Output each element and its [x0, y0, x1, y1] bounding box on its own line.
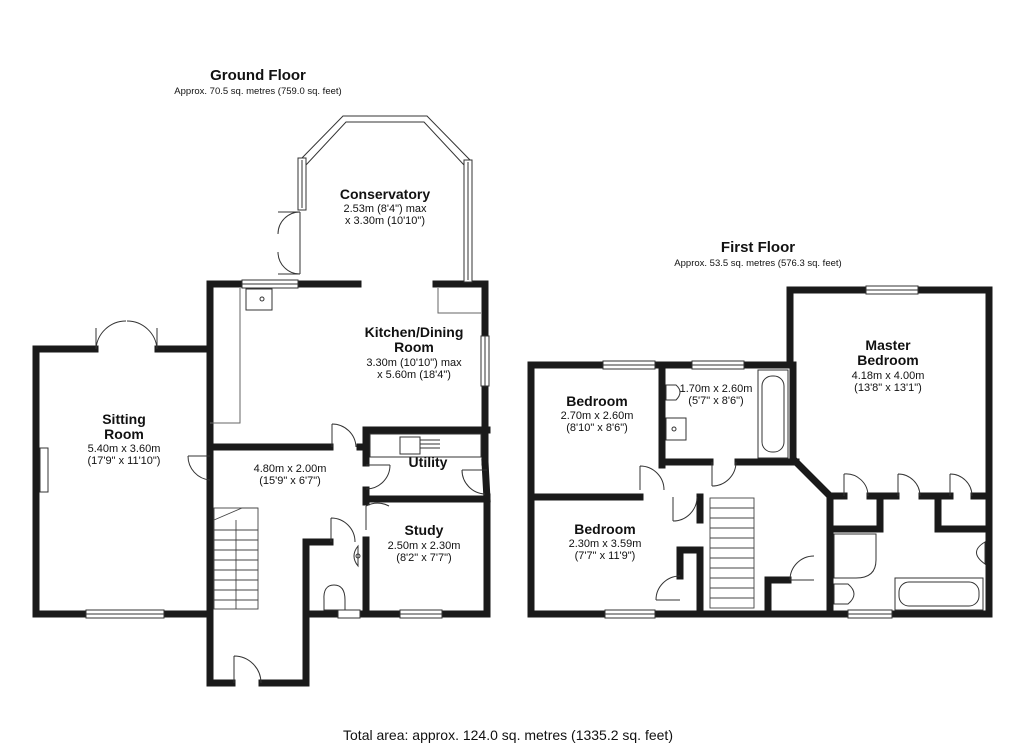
wc-window — [337, 609, 361, 619]
bedroom3-label: Bedroom 2.30m x 3.59m (7'7" x 11'9") — [569, 521, 642, 562]
bedroom3-cupboard-door — [655, 575, 681, 601]
utility-worktop — [369, 433, 482, 458]
front-door — [233, 655, 262, 684]
first-floor-outer-walls — [527, 361, 609, 618]
room-dims: 2.30m x 3.59m — [569, 538, 642, 550]
conservatory-bay-outer — [299, 115, 471, 166]
room-dims: x 5.60m (18'4") — [377, 369, 451, 381]
first-floor-bottom-wall-2 — [889, 286, 993, 618]
master-bedroom-label: Master Bedroom 4.18m x 4.00m (13'8" x 13… — [852, 337, 925, 394]
room-dims: 2.53m (8'4") max — [343, 203, 427, 215]
kitchen-sink — [245, 288, 273, 311]
room-name: Bedroom — [566, 393, 627, 409]
first-floor-title: First Floor — [721, 239, 795, 256]
ground-floor-plan — [32, 115, 491, 687]
kitchen-right-wall — [432, 280, 489, 338]
first-floor-stairs — [709, 497, 755, 609]
room-dims: (13'8" x 13'1") — [854, 382, 922, 394]
ground-floor-stairs — [213, 507, 259, 610]
study-bottom-wall-2 — [440, 493, 491, 618]
ensuite-shower — [833, 533, 877, 579]
wardrobe-door — [949, 473, 973, 497]
fireplace — [39, 447, 49, 493]
room-dims: (17'9" x 11'10") — [88, 455, 161, 467]
room-dims: 5.40m x 3.60m — [88, 443, 161, 455]
room-name: Utility — [409, 454, 448, 470]
room-name: Room — [394, 339, 434, 355]
first-floor-area: Approx. 53.5 sq. metres (576.3 sq. feet) — [674, 258, 841, 269]
utility-back-door — [461, 469, 487, 495]
ground-floor-area: Approx. 70.5 sq. metres (759.0 sq. feet) — [174, 86, 341, 97]
hall-label: 4.80m x 2.00m (15'9" x 6'7") — [254, 463, 327, 487]
kitchen-walls — [206, 280, 244, 353]
room-name: Bedroom — [857, 352, 918, 368]
wc-toilet — [323, 584, 346, 611]
room-dims: 1.70m x 2.60m — [680, 383, 753, 395]
utility-sink — [399, 436, 421, 455]
room-dims: 2.50m x 2.30m — [388, 540, 461, 552]
room-name: Sitting — [102, 411, 146, 427]
master-door — [843, 473, 869, 497]
room-dims: 3.30m (10'10") max — [366, 357, 462, 369]
conservatory-door — [277, 211, 301, 275]
kitchen-door — [331, 423, 357, 448]
sitting-room-door — [187, 455, 211, 481]
sitting-room-french-doors — [95, 320, 158, 350]
room-dims: (7'7" x 11'9") — [575, 550, 636, 562]
room-name: Room — [104, 426, 144, 442]
bedroom2-door — [639, 465, 665, 491]
room-name: Conservatory — [340, 186, 430, 202]
sitting-room-label: Sitting Room 5.40m x 3.60m (17'9" x 11'1… — [88, 411, 161, 467]
ground-floor-header: Ground Floor Approx. 70.5 sq. metres (75… — [174, 67, 341, 97]
study-door — [365, 502, 390, 530]
entrance-wall — [258, 610, 340, 687]
hall-walls — [206, 610, 236, 687]
sitting-room-walls — [32, 345, 214, 618]
wc-door — [330, 517, 356, 543]
first-floor-header: First Floor Approx. 53.5 sq. metres (576… — [674, 239, 841, 269]
utility-door — [365, 464, 391, 490]
master-top-wall — [741, 286, 870, 369]
bedroom2-label: Bedroom 2.70m x 2.60m (8'10" x 8'6") — [561, 393, 634, 434]
room-dims: 2.70m x 2.60m — [561, 410, 634, 422]
room-dims: (15'9" x 6'7") — [259, 475, 321, 487]
room-dims: 4.80m x 2.00m — [254, 463, 327, 475]
kitchen-end-unit — [437, 288, 481, 314]
total-area: Total area: approx. 124.0 sq. metres (13… — [343, 727, 673, 743]
bathroom-label: 1.70m x 2.60m (5'7" x 8'6") — [680, 383, 753, 407]
conservatory-label: Conservatory 2.53m (8'4") max x 3.30m (1… — [340, 186, 430, 227]
landing-cupboard-door — [789, 555, 815, 581]
ensuite-door — [897, 473, 921, 497]
room-dims: (5'7" x 8'6") — [688, 395, 743, 407]
room-dims: x 3.30m (10'10") — [345, 215, 425, 227]
room-name: Study — [405, 522, 444, 538]
kitchen-units — [210, 288, 241, 424]
room-dims: (8'10" x 8'6") — [566, 422, 628, 434]
first-floor-plan — [527, 285, 993, 619]
room-dims: 4.18m x 4.00m — [852, 370, 925, 382]
utility-right-wall — [481, 458, 491, 503]
ground-floor-title: Ground Floor — [210, 67, 306, 84]
room-name: Master — [865, 337, 911, 353]
room-dims: (8'2" x 7'7") — [396, 552, 451, 564]
ensuite-basin — [976, 541, 986, 565]
ensuite-toilet — [833, 583, 855, 605]
master-diagonal-wall — [791, 457, 835, 501]
room-name: Bedroom — [574, 521, 635, 537]
bedroom3-door — [672, 496, 698, 522]
bathroom-door — [711, 461, 737, 487]
study-label: Study 2.50m x 2.30m (8'2" x 7'7") — [388, 522, 461, 564]
bathroom-toilet — [665, 384, 681, 401]
room-name: Kitchen/Dining — [365, 324, 464, 340]
kitchen-label: Kitchen/Dining Room 3.30m (10'10") max x… — [365, 324, 464, 381]
utility-label: Utility — [409, 454, 448, 470]
